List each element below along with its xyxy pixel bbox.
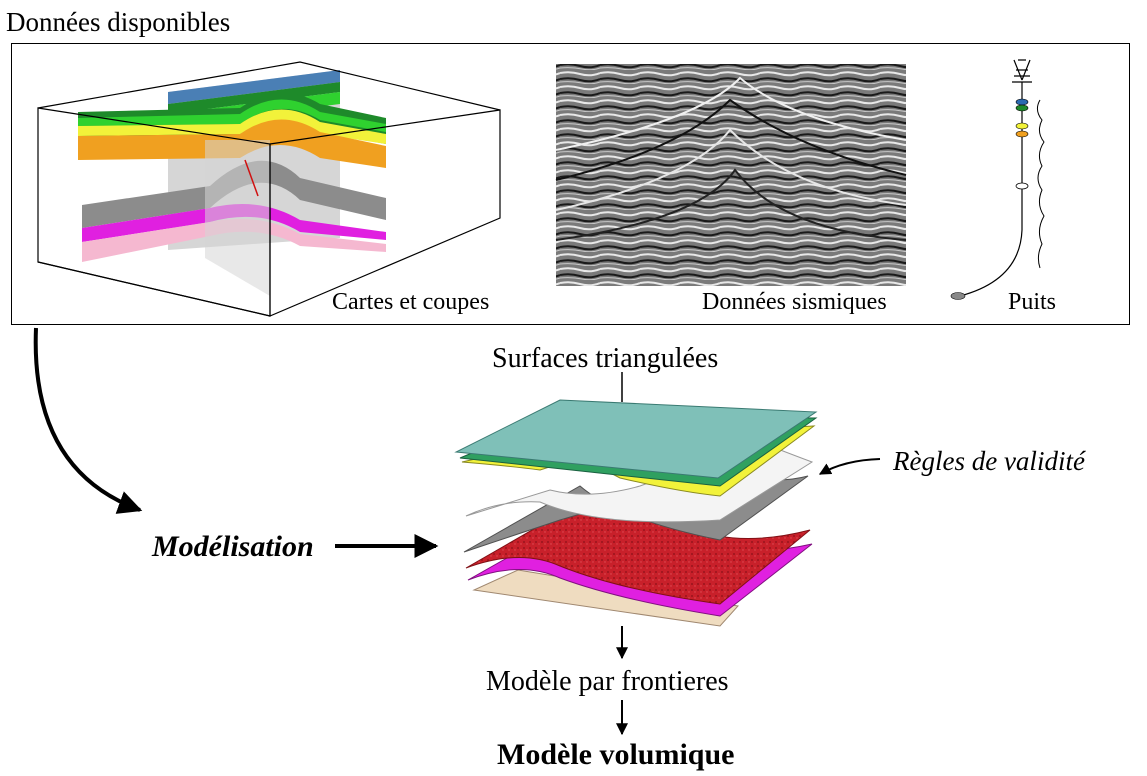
- validity-rules-label: Règles de validité: [893, 446, 1085, 476]
- seismic-label: Données sismiques: [702, 289, 887, 315]
- boundary-model-label: Modèle par frontieres: [486, 666, 729, 697]
- modeling-label: Modélisation: [152, 530, 314, 563]
- seismic-image: [555, 64, 907, 286]
- curved-arrow: [33, 327, 143, 514]
- maps-sections-label: Cartes et coupes: [332, 289, 490, 315]
- rules-arrow: [818, 458, 881, 475]
- volume-model-label: Modèle volumique: [497, 738, 735, 771]
- surfaces-label: Surfaces triangulées: [492, 343, 719, 374]
- wells-label: Puits: [1008, 289, 1057, 315]
- well-log: [950, 59, 1045, 300]
- triangulated-surfaces-stack: [454, 399, 818, 627]
- page-title: Données disponibles: [6, 7, 231, 37]
- available-data-panel: [11, 43, 1130, 325]
- maps-and-sections-block: [37, 61, 501, 317]
